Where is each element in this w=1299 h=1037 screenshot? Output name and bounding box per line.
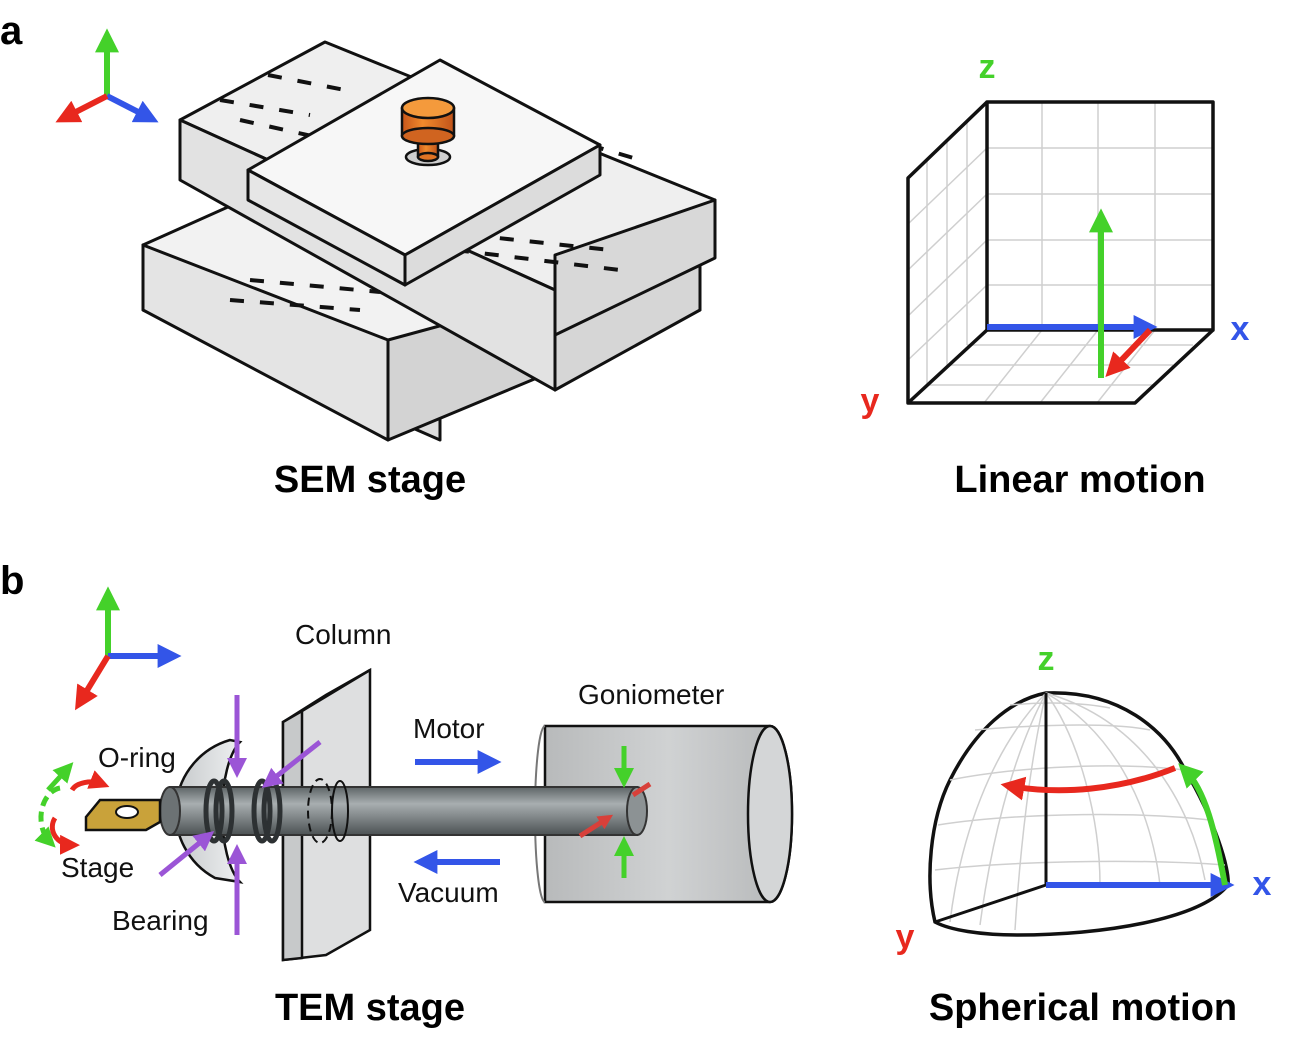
bearing-arrows [158,695,322,935]
spherical-z-label: z [1038,640,1055,678]
panel-letter-b: b [0,559,24,603]
spherical-y-arrow [1000,765,1177,801]
linear-motion-cube [906,100,1215,405]
triad-x-arrow [105,93,159,123]
tem-stage-title: TEM stage [275,987,465,1029]
spherical-z-arrow [1178,763,1228,886]
vacuum-label: Vacuum [398,877,499,908]
axis-triad-a [55,28,159,123]
linear-x-label: x [1231,310,1250,348]
spherical-x-label: x [1253,865,1272,903]
triad-y-arrow [55,93,109,123]
sample-pin [400,96,456,167]
spherical-motion-diagram [928,691,1235,937]
linear-y-arrow [1105,327,1153,377]
linear-motion-title: Linear motion [954,459,1205,501]
axis-triad-b [75,586,182,711]
sphere-grid [934,692,1226,931]
linear-y-label: y [861,382,880,420]
spherical-y-label: y [896,918,915,956]
motor-label: Motor [413,713,485,744]
oring-label: O-ring [98,742,176,773]
column-label: Column [295,619,391,650]
sem-stage-title: SEM stage [274,459,466,501]
cube-grid [907,102,1213,404]
linear-z-label: z [979,48,996,86]
holder-rod [169,786,638,836]
tem-stage-drawing [34,667,794,962]
spherical-motion-title: Spherical motion [929,987,1237,1029]
bearing-label: Bearing [112,905,209,936]
panel-letter-a: a [0,9,23,53]
goniometer-label: Goniometer [578,679,724,710]
middle-slab-side [553,198,717,337]
sem-stage-drawing [141,40,717,442]
stage-label: Stage [61,852,134,883]
top-plate-side [403,143,602,287]
